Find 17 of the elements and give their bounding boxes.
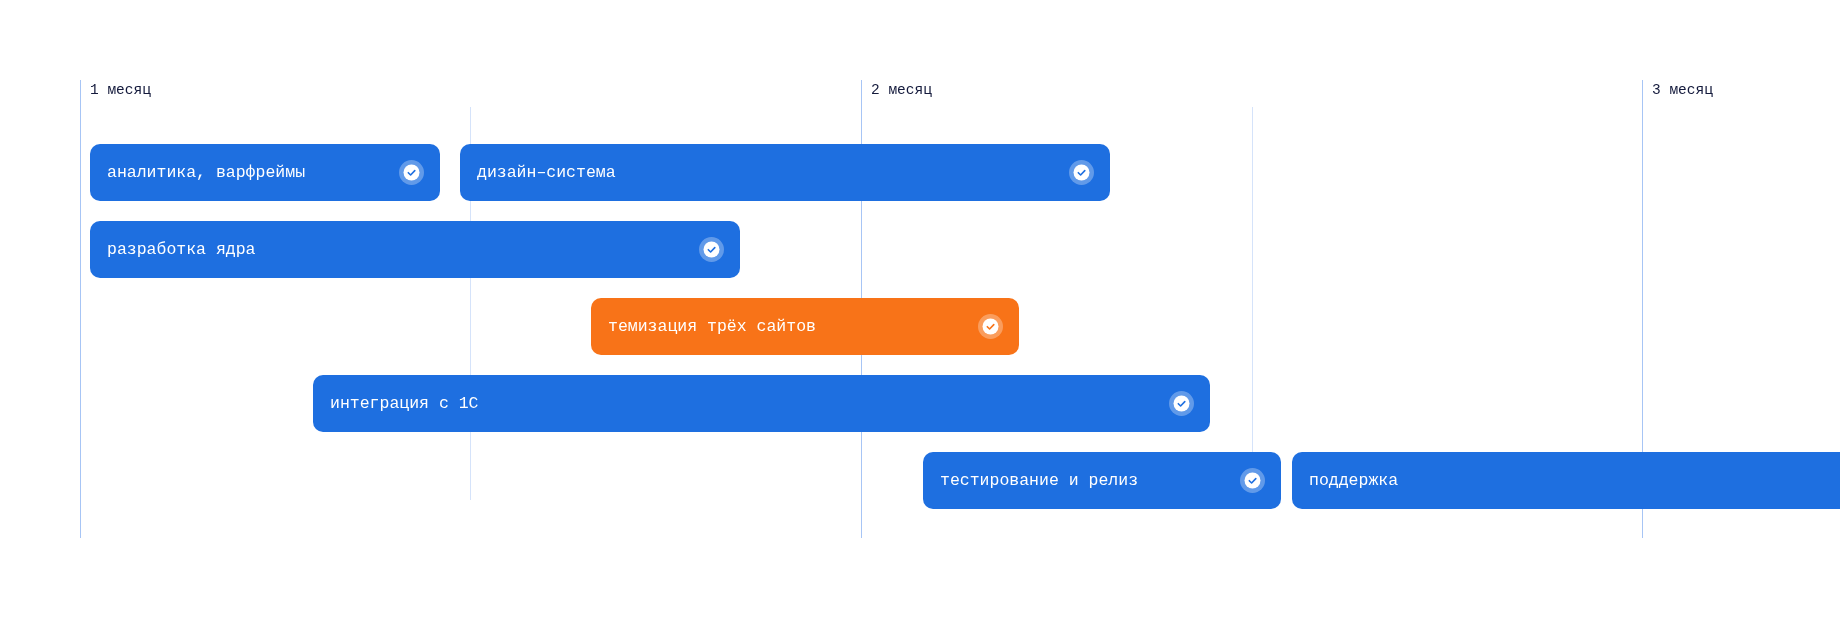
task-bar [460,144,1110,201]
month-label: 3 месяц [1652,82,1713,100]
task-bar [1292,452,1840,509]
month-label: 2 месяц [871,82,932,100]
task-bar [591,298,1019,355]
task-bar [90,144,440,201]
task-bar [90,221,740,278]
task-bar [923,452,1281,509]
task-label: аналитика, варфреймы [107,162,306,183]
task-label: тестирование и релиз [940,470,1139,491]
task-label: поддержка [1309,470,1399,491]
task-label: разработка ядра [107,239,256,260]
task-label: дизайн–система [477,162,616,183]
task-label: темизация трёх сайтов [608,316,816,337]
task-bar [313,375,1210,432]
month-label: 1 месяц [90,82,151,100]
task-label: интеграция с 1С [330,393,479,414]
